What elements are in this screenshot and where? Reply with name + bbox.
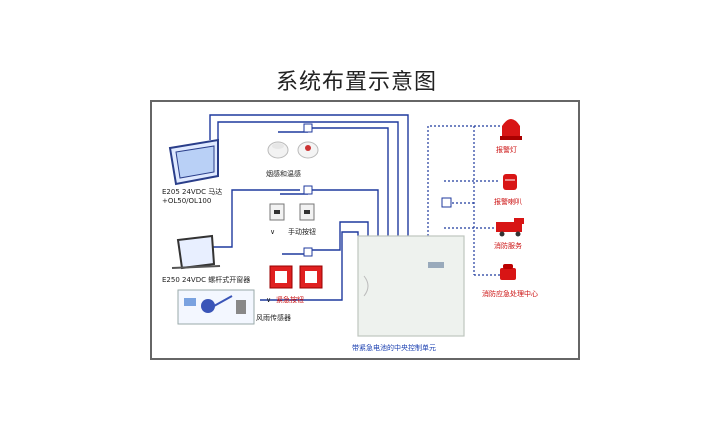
label-emergency-prefix: ∨ [266, 296, 271, 304]
label-emergency-button: 紧急按钮 [276, 295, 304, 304]
label-wind-rain: 风雨传感器 [256, 313, 291, 322]
junction-boxes [303, 123, 452, 257]
signal-wiring [427, 125, 502, 276]
label-chain-opener: E250 24VDC 螺杆式开窗器 [162, 275, 250, 284]
diagram-title: 系统布置示意图 [275, 70, 437, 95]
wiring [209, 114, 409, 301]
junction-manual [303, 185, 313, 195]
emergency-button-icon [269, 265, 323, 289]
label-manual-prefix: ∨ [270, 228, 275, 236]
junction-smoke [303, 123, 313, 133]
wire-motor-1 [209, 114, 409, 236]
fire-truck-icon [496, 218, 524, 237]
window-motor-icon [168, 138, 219, 186]
diagram-frame [150, 100, 580, 360]
phone-icon [500, 264, 516, 280]
wire-opener [209, 189, 300, 255]
wire-smoke [307, 127, 389, 236]
control-unit-icon [357, 235, 465, 337]
label-manual-button: 手动按钮 [288, 227, 316, 236]
label-window-motor-model: +OL50/OL100 [162, 197, 211, 205]
manual-button-icon [269, 203, 315, 221]
label-fire-center: 消防应急处理中心 [482, 289, 538, 298]
alarm-horn-icon [503, 174, 517, 190]
chain-opener-icon [171, 234, 221, 270]
label-control-unit: 带紧急电池的中央控制单元 [352, 343, 436, 352]
label-window-motor: E205 24VDC 马达 [162, 187, 222, 196]
wire-wind [260, 231, 359, 301]
junction-signal [441, 197, 452, 208]
signal-trunk [427, 125, 502, 236]
label-fire-service: 消防服务 [494, 241, 522, 250]
smoke-detector-icon [267, 141, 289, 159]
alarm-light-icon [500, 119, 522, 140]
wind-rain-sensor-icon [177, 289, 255, 325]
wire-motor-2 [217, 121, 399, 236]
label-alarm-horn: 报警喇叭 [494, 197, 522, 206]
label-smoke-heat: 烟感和温感 [266, 169, 301, 178]
label-alarm-light: 报警灯 [496, 145, 517, 154]
heat-detector-icon [297, 141, 319, 159]
junction-emergency [303, 247, 313, 257]
